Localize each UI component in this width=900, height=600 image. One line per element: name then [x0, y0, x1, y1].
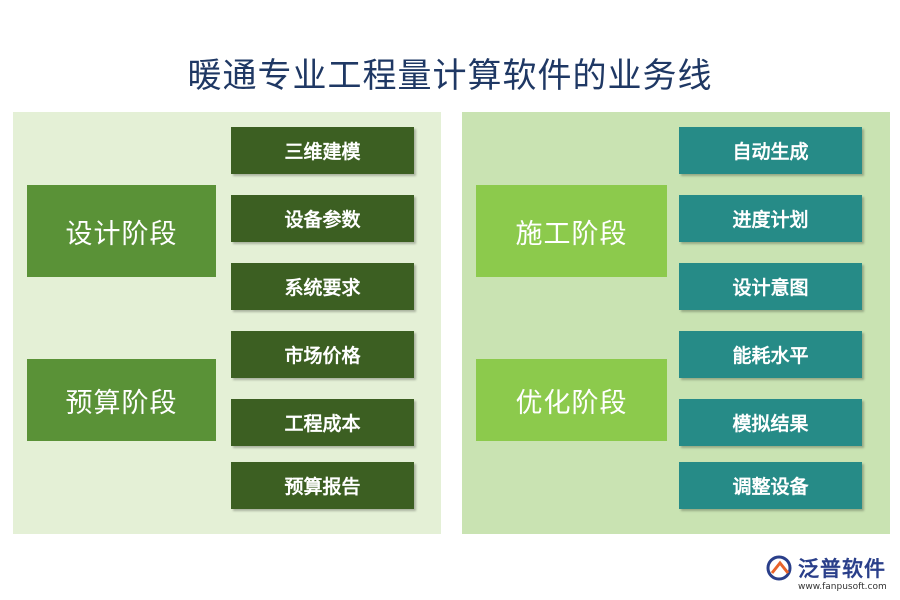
item-3d-modeling: 三维建模: [231, 127, 414, 174]
stage-optimization: 优化阶段: [476, 359, 667, 441]
logo-url: www.fanpusoft.com: [798, 582, 887, 592]
item-design-intent: 设计意图: [679, 263, 862, 310]
item-market-price: 市场价格: [231, 331, 414, 378]
logo-name: 泛普软件: [798, 557, 886, 581]
item-system-requirements: 系统要求: [231, 263, 414, 310]
item-equipment-params: 设备参数: [231, 195, 414, 242]
item-schedule-plan: 进度计划: [679, 195, 862, 242]
item-auto-generate: 自动生成: [679, 127, 862, 174]
item-adjust-equipment: 调整设备: [679, 462, 862, 509]
stage-design: 设计阶段: [27, 185, 216, 277]
brand-logo: 泛普软件 www.fanpusoft.com: [766, 553, 896, 597]
item-simulation-results: 模拟结果: [679, 399, 862, 446]
page-title: 暖通专业工程量计算软件的业务线: [187, 56, 713, 96]
logo-icon: [766, 555, 792, 581]
item-energy-level: 能耗水平: [679, 331, 862, 378]
item-budget-report: 预算报告: [231, 462, 414, 509]
stage-construction: 施工阶段: [476, 185, 667, 277]
stage-budget: 预算阶段: [27, 359, 216, 441]
item-project-cost: 工程成本: [231, 399, 414, 446]
